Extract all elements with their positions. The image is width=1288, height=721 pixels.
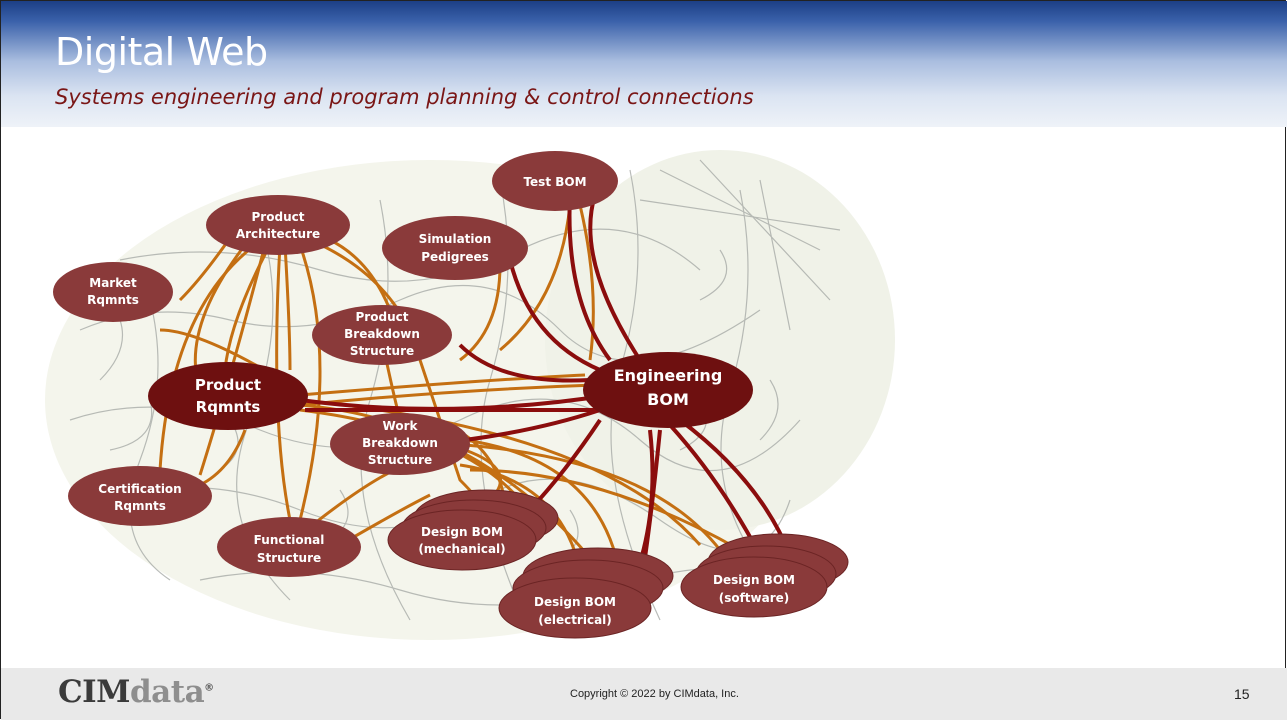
node-engineering-bom: Engineering BOM	[583, 352, 753, 428]
node-design-bom-electrical: Design BOM (electrical)	[498, 547, 674, 639]
node-label-line: Functional	[254, 533, 325, 547]
node-functional-structure: Functional Structure	[217, 517, 361, 577]
node-label-line: Rqmnts	[114, 499, 166, 513]
node-label-line: Product	[195, 376, 261, 394]
slide-subtitle: Systems engineering and program planning…	[55, 85, 754, 109]
node-label-line: Work	[383, 419, 419, 433]
node-label-line: Market	[89, 276, 137, 290]
slide-footer	[1, 668, 1287, 720]
node-label-line: Engineering	[614, 366, 723, 385]
node-label-line: (software)	[719, 591, 790, 605]
node-label-test-bom: Test BOM	[523, 175, 586, 189]
node-label-line: Architecture	[236, 227, 320, 241]
node-label-line: Breakdown	[362, 436, 438, 450]
node-product-architecture: Product Architecture	[206, 195, 350, 255]
node-simulation-pedigrees: Simulation Pedigrees	[382, 216, 528, 280]
node-market-rqmnts: Market Rqmnts	[53, 262, 173, 322]
node-label-line: Product	[356, 310, 409, 324]
node-label-line: (mechanical)	[418, 542, 505, 556]
page-number: 15	[1234, 686, 1250, 702]
node-label-line: Rqmnts	[87, 293, 139, 307]
node-label-line: Structure	[257, 551, 321, 565]
logo-part-cim: CIM	[58, 674, 131, 710]
node-certification-rqmnts: Certification Rqmnts	[68, 466, 212, 526]
slide-title: Digital Web	[55, 30, 268, 74]
node-label-line: Design BOM	[534, 595, 616, 609]
red-connections	[299, 194, 792, 591]
copyright-notice: Copyright © 2022 by CIMdata, Inc.	[570, 688, 739, 700]
node-product-rqmnts: Product Rqmnts	[148, 362, 308, 430]
logo-registered-mark: ®	[204, 682, 214, 694]
node-label-line: Certification	[98, 482, 181, 496]
node-label-line: Structure	[368, 453, 432, 467]
node-work-breakdown-structure: Work Breakdown Structure	[330, 413, 470, 475]
node-label-line: Rqmnts	[196, 398, 261, 416]
cimdata-logo: CIMdata®	[58, 674, 214, 710]
node-label-line: Breakdown	[344, 327, 420, 341]
node-label-line: (electrical)	[538, 613, 612, 627]
slide-header	[1, 1, 1287, 127]
node-test-bom: Test BOM	[492, 151, 618, 211]
node-label-line: BOM	[647, 390, 689, 409]
node-label-line: Design BOM	[713, 573, 795, 587]
logo-part-data: data	[130, 674, 205, 710]
node-label-line: Pedigrees	[421, 250, 489, 264]
node-design-bom-mechanical: Design BOM (mechanical)	[387, 489, 559, 571]
node-label-line: Simulation	[419, 232, 492, 246]
node-label-line: Product	[252, 210, 305, 224]
node-label-line: Design BOM	[421, 525, 503, 539]
node-design-bom-software: Design BOM (software)	[680, 533, 849, 618]
spider-web-background	[45, 150, 895, 640]
node-label-line: Structure	[350, 344, 414, 358]
node-product-breakdown-structure: Product Breakdown Structure	[312, 305, 452, 365]
